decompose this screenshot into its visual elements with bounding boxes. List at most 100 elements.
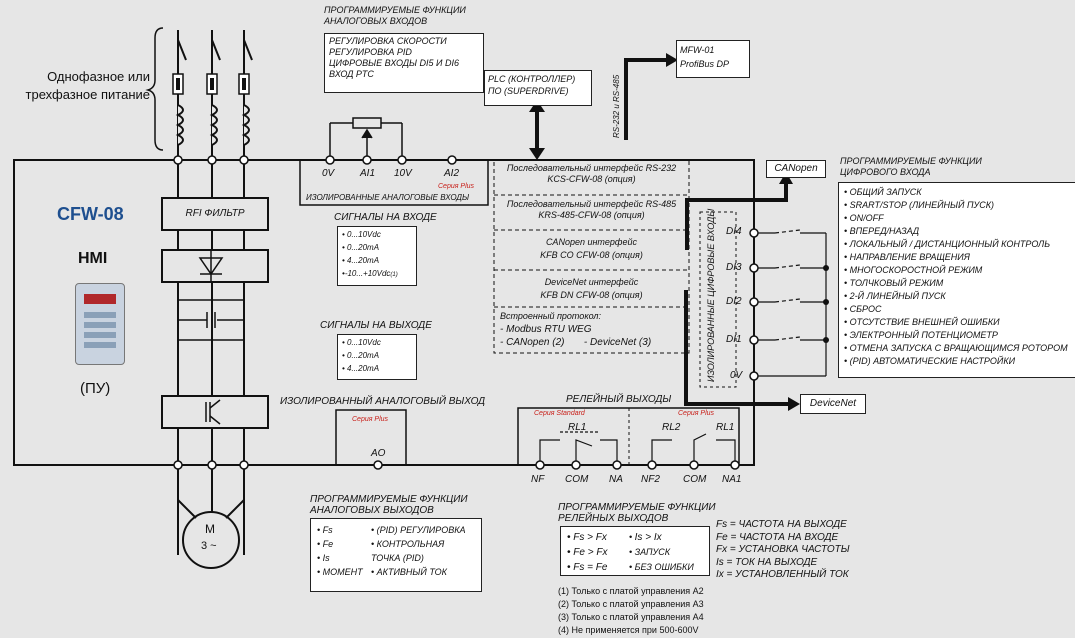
signals-in-box: • 0...10Vdc • 0...20mA • 4...20mA •-10..… (337, 226, 417, 286)
relay-func-item: • БЕЗ ОШИБКИ (629, 562, 694, 572)
signals-in-title: СИГНАЛЫ НА ВХОДЕ (334, 212, 437, 223)
analog-func-item: • Fs (317, 525, 333, 535)
digital-in-item: • СБРОС (844, 304, 882, 314)
signals-out-title: СИГНАЛЫ НА ВЫХОДЕ (320, 320, 432, 331)
legend-item: Fx = УСТАНОВКА ЧАСТОТЫ (716, 544, 850, 555)
relay-series-standard: Серия Standard (534, 410, 585, 417)
plc-box: PLC (КОНТРОЛЛЕР) ПО (SUPERDRIVE) (484, 70, 592, 106)
relay-series-plus: Серия Plus (678, 410, 715, 417)
digital-in-item: • (PID) АВТОМАТИЧЕСКИЕ НАСТРОЙКИ (844, 356, 1016, 366)
relay-terminal-nf2: NF2 (641, 474, 660, 485)
comm-rs232-title: Последовательный интерфейс RS-232 (506, 163, 677, 173)
footnote-item: (1) Только с платой управления A2 (558, 586, 704, 596)
legend-item: Fe = ЧАСТОТА НА ВХОДЕ (716, 531, 839, 543)
relay-terminal-na1: NA1 (722, 474, 742, 485)
digital-in-item: • ОТМЕНА ЗАПУСКА С ВРАЩАЮЩИМСЯ РОТОРОМ (844, 343, 1068, 353)
analog-in-item: ЦИФРОВЫЕ ВХОДЫ DI5 И DI6 (329, 58, 459, 68)
comm-canopen: CANopen интерфейс KFB CO CFW-08 (опция) (494, 236, 689, 262)
relay-terminal-com: COM (565, 474, 589, 485)
analog-func-item: • АКТИВНЫЙ ТОК (371, 567, 447, 577)
analog-func-item: • Is (317, 553, 330, 563)
builtin-modbus: - Modbus RTU WEG (500, 324, 592, 335)
comm-devicenet-title: DeviceNet интерфейс (544, 277, 639, 287)
footnote-item: (4) Не применяется при 500-600V (558, 625, 699, 635)
builtin-title: Встроенный протокол: (500, 311, 601, 321)
legend-item: Fs = ЧАСТОТА НА ВЫХОДЕ (716, 519, 847, 530)
digital-in-item: • ON/OFF (844, 213, 884, 223)
footnote-item: (3) Только с платой управления A4 (558, 612, 704, 622)
devicenet-box: DeviceNet (800, 394, 866, 414)
terminal-0v-digital: 0V (730, 370, 743, 381)
legend: Fs = ЧАСТОТА НА ВЫХОДЕ Fe = ЧАСТОТА НА В… (716, 519, 850, 582)
terminal-ai1: AI1 (360, 168, 376, 179)
terminal-di4: DI4 (726, 226, 742, 237)
signal-in-item: • 0...20mA (342, 243, 380, 252)
analog-out-funcs-col2: • (PID) РЕГУЛИРОВКА • КОНТРОЛЬНАЯ ТОЧКА … (371, 523, 466, 579)
signal-in-item: •-10...+10Vdc(1) (342, 269, 398, 278)
analog-in-item: ВХОД PTC (329, 69, 374, 79)
analog-out-title: ИЗОЛИРОВАННЫЙ АНАЛОГОВЫЙ ВЫХОД (280, 396, 486, 407)
comm-rs485: Последовательный интерфейс RS-485 KRS-48… (494, 199, 689, 221)
comm-rs232: Последовательный интерфейс RS-232 KCS-CF… (494, 163, 689, 185)
relay-rl2: RL2 (662, 422, 681, 433)
analog-in-item: РЕГУЛИРОВКА PID (329, 47, 412, 57)
footnotes: (1) Только с платой управления A2 (2) То… (558, 585, 704, 637)
motor-phase: 3 ~ (201, 540, 217, 552)
analog-func-item: • МОМЕНТ (317, 567, 363, 577)
footnote-item: (2) Только с платой управления A3 (558, 599, 704, 609)
signal-out-item: • 0...10Vdc (342, 338, 381, 347)
analog-func-item: • КОНТРОЛЬНАЯ ТОЧКА (PID) (371, 539, 445, 563)
device-name: CFW-08 (57, 204, 124, 224)
relay-funcs-col1: • Fs > Fx • Fe > Fx • Fs = Fe (567, 530, 607, 575)
signals-out-box: • 0...10Vdc • 0...20mA • 4...20mA (337, 334, 417, 380)
relay-func-item: • Fe > Fx (567, 547, 608, 558)
power-supply-label: Однофазное или трехфазное питание (25, 69, 150, 102)
digital-in-item: • ОТСУТСТВИЕ ВНЕШНЕЙ ОШИБКИ (844, 317, 1000, 327)
terminal-ai2: AI2 (444, 168, 460, 179)
canopen-box: CANopen (766, 160, 826, 178)
legend-item: Is = ТОК НА ВЫХОДЕ (716, 556, 818, 568)
mfw-box: MFW-01 ProfiBus DP (676, 40, 750, 78)
relay-terminal-com2: COM (683, 474, 707, 485)
analog-in-isolated: ИЗОЛИРОВАННЫЕ АНАЛОГОВЫЕ ВХОДЫ (306, 193, 470, 202)
analog-out-series: Серия Plus (352, 416, 389, 423)
comm-canopen-kit: KFB CO CFW-08 (опция) (540, 250, 643, 260)
hmi-keypad-image (75, 283, 125, 365)
signal-out-item: • 0...20mA (342, 351, 380, 360)
digital-in-item: • ЛОКАЛЬНЫЙ / ДИСТАНЦИОННЫЙ КОНТРОЛЬ (844, 239, 1051, 249)
relay-func-item: • Fs > Fx (567, 532, 607, 543)
comm-rs232-kit: KCS-CFW-08 (опция) (547, 174, 636, 184)
pu-label: (ПУ) (80, 380, 111, 397)
relay-funcs-box: • Fs > Fx • Fe > Fx • Fs = Fe • Is > Ix … (560, 526, 710, 576)
digital-in-item: • ЭЛЕКТРОННЫЙ ПОТЕНЦИОМЕТР (844, 330, 998, 340)
digital-in-item: • НАПРАВЛЕНИЕ ВРАЩЕНИЯ (844, 252, 970, 262)
relay-terminal-nf: NF (531, 474, 545, 485)
digital-in-item: • 2-Й ЛИНЕЙНЫЙ ПУСК (844, 291, 946, 301)
analog-func-item: • Fe (317, 539, 334, 549)
terminal-10v: 10V (394, 168, 412, 179)
rfi-filter-label: RFI ФИЛЬТР (185, 208, 245, 219)
analog-in-title: ПРОГРАММИРУЕМЫЕ ФУНКЦИИ АНАЛОГОВЫХ ВХОДО… (324, 5, 466, 26)
builtin-can-dn: - CANopen (2) - DeviceNet (3) (500, 337, 652, 348)
digital-in-item: • ТОЛЧКОВЫЙ РЕЖИМ (844, 278, 944, 288)
hmi-label: HMI (78, 250, 108, 267)
relay-funcs-title: ПРОГРАММИРУЕМЫЕ ФУНКЦИИ РЕЛЕЙНЫХ ВЫХОДОВ (558, 502, 716, 524)
analog-func-item: • (PID) РЕГУЛИРОВКА (371, 525, 466, 535)
terminal-di3: DI3 (726, 262, 742, 273)
relay-func-item: • Fs = Fe (567, 562, 608, 573)
relay-func-item: • Is > Ix (629, 532, 662, 543)
relay-rl1-plus: RL1 (716, 422, 735, 433)
relay-funcs-col2: • Is > Ix • ЗАПУСК • БЕЗ ОШИБКИ (629, 530, 694, 575)
comm-devicenet-kit: KFB DN CFW-08 (опция) (540, 290, 643, 300)
terminal-0v: 0V (322, 168, 335, 179)
analog-out-funcs-title: ПРОГРАММИРУЕМЫЕ ФУНКЦИИ АНАЛОГОВЫХ ВЫХОД… (310, 494, 468, 516)
analog-in-item: РЕГУЛИРОВКА СКОРОСТИ (329, 36, 447, 46)
keypad-buttons (84, 312, 116, 348)
analog-out-funcs-box: • Fs • Fe • Is • МОМЕНТ • (PID) РЕГУЛИРО… (310, 518, 482, 592)
digital-in-item: • SRART/STOP (ЛИНЕЙНЫЙ ПУСК) (844, 200, 995, 210)
digital-in-item: • ОБЩИЙ ЗАПУСК (844, 187, 922, 197)
rs-label: RS-232 и RS-485 (612, 74, 621, 138)
analog-out-funcs-col1: • Fs • Fe • Is • МОМЕНТ (317, 523, 363, 579)
relay-terminal-na: NA (609, 474, 623, 485)
